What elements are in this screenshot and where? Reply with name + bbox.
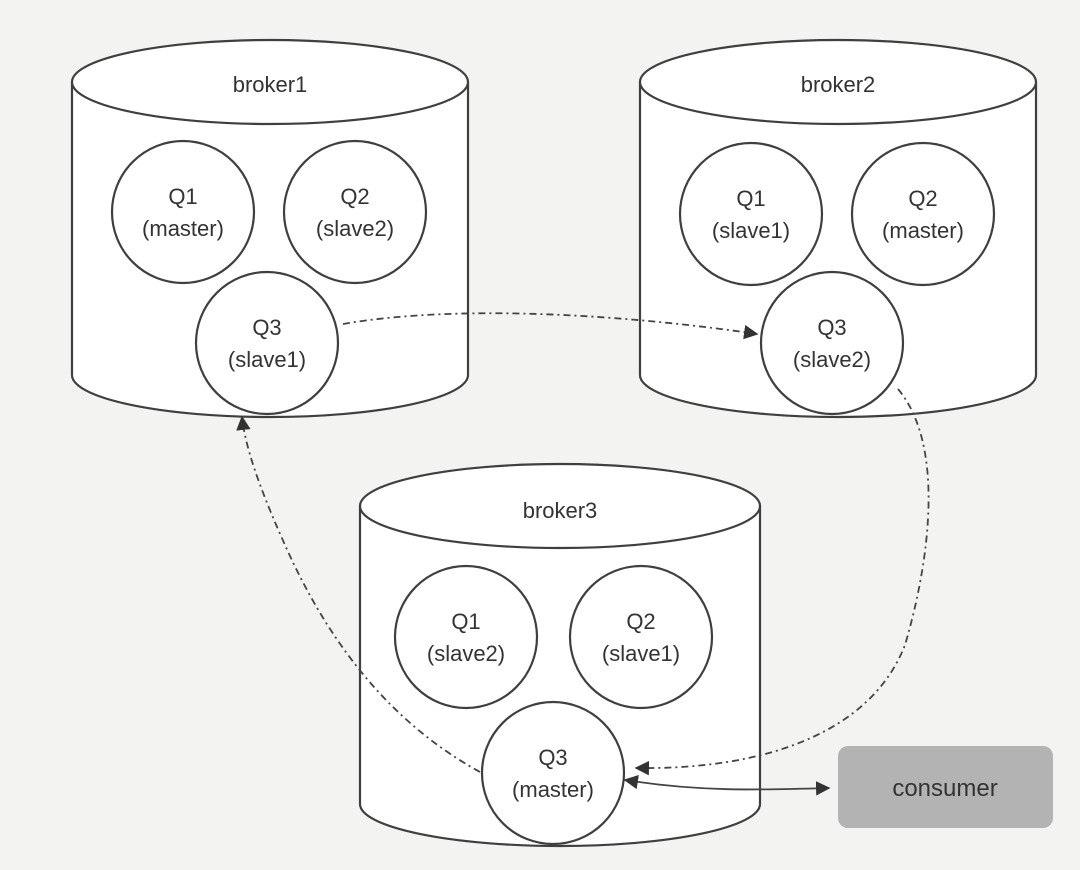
- broker1-queue-q3-name: Q3: [252, 315, 281, 340]
- broker2-cylinder: broker2 Q1 (slave1) Q2 (master) Q3 (slav…: [638, 38, 1038, 419]
- broker1-queue-q3-role: (slave1): [228, 347, 306, 372]
- broker2-queue-q2-name: Q2: [908, 186, 937, 211]
- consumer-label: consumer: [892, 775, 997, 802]
- broker1-queue-q3: Q3 (slave1): [194, 270, 340, 416]
- broker3-queue-q2-name: Q2: [626, 609, 655, 634]
- broker2-label: broker2: [801, 72, 876, 97]
- broker1-queue-q3-circle: [194, 270, 340, 416]
- broker3-queue-q2: Q2 (slave1): [568, 564, 714, 710]
- broker1-queue-q1-circle: [110, 139, 256, 285]
- broker2-queue-q3: Q3 (slave2): [759, 270, 905, 416]
- broker1-cylinder-top: [70, 38, 470, 126]
- broker1-label: broker1: [233, 72, 308, 97]
- broker2-queue-q1-role: (slave1): [712, 218, 790, 243]
- broker1-queue-q2: Q2 (slave2): [282, 139, 428, 285]
- broker1-queue-q2-circle: [282, 139, 428, 285]
- broker3-label: broker3: [523, 498, 598, 523]
- broker2-cylinder-top: [638, 38, 1038, 126]
- broker2-queue-q1: Q1 (slave1): [678, 141, 824, 287]
- broker1-queue-q2-name: Q2: [340, 184, 369, 209]
- consumer-connection-arrow: [623, 774, 831, 796]
- broker2-queue-q3-circle: [759, 270, 905, 416]
- broker3-queue-q1-role: (slave2): [427, 641, 505, 666]
- broker1-queue-q1-name: Q1: [168, 184, 197, 209]
- broker1-cylinder: broker1 Q1 (master) Q2 (slave2) Q3 (slav…: [70, 38, 470, 419]
- broker1-queue-q2-role: (slave2): [316, 216, 394, 241]
- broker3-queue-q3: Q3 (master): [480, 700, 626, 846]
- broker3-queue-q1-name: Q1: [451, 609, 480, 634]
- broker2-queue-q2: Q2 (master): [850, 141, 996, 287]
- broker3-queue-q3-name: Q3: [538, 745, 567, 770]
- sync-arrow-broker1-q3-to-broker2-q3: [342, 312, 759, 340]
- consumer-node[interactable]: consumer: [838, 746, 1053, 828]
- broker2-queue-q3-role: (slave2): [793, 347, 871, 372]
- broker3-cylinder-top: [358, 462, 762, 550]
- broker3-queue-q1: Q1 (slave2): [393, 564, 539, 710]
- broker3-queue-q3-circle: [480, 700, 626, 846]
- broker2-queue-q1-name: Q1: [736, 186, 765, 211]
- broker1-queue-q1-role: (master): [142, 216, 224, 241]
- broker1-queue-q1: Q1 (master): [110, 139, 256, 285]
- broker2-queue-q2-role: (master): [882, 218, 964, 243]
- broker2-queue-q1-circle: [678, 141, 824, 287]
- broker3-queue-q2-circle: [568, 564, 714, 710]
- broker2-queue-q3-name: Q3: [817, 315, 846, 340]
- broker2-queue-q2-circle: [850, 141, 996, 287]
- broker3-queue-q2-role: (slave1): [602, 641, 680, 666]
- broker3-queue-q3-role: (master): [512, 777, 594, 802]
- consumer-box[interactable]: [838, 746, 1053, 828]
- broker3-queue-q1-circle: [393, 564, 539, 710]
